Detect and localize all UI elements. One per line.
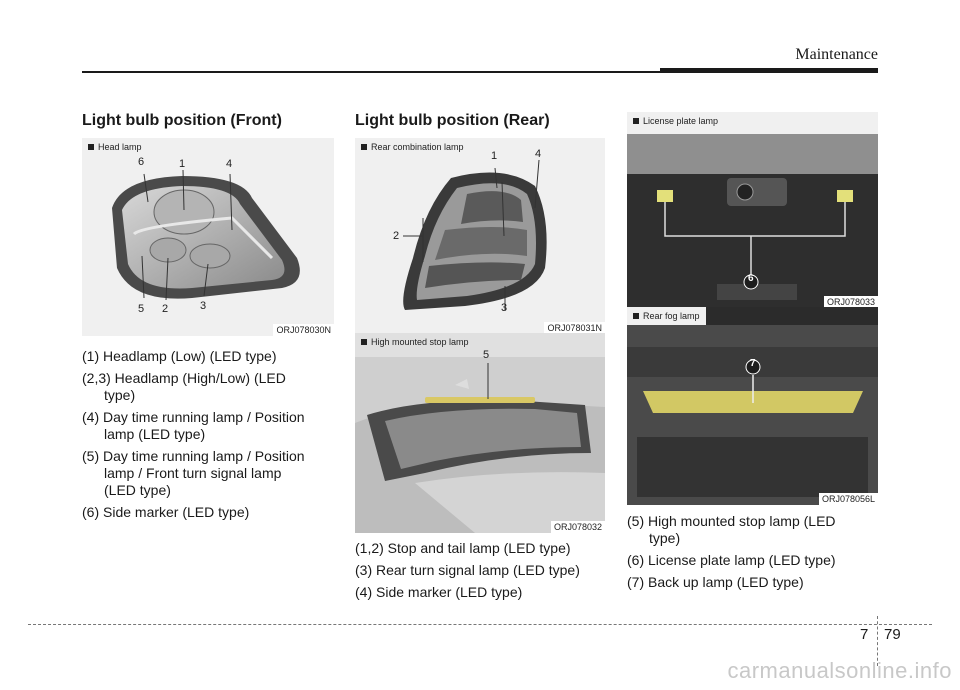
license-plate-caption: License plate lamp <box>633 116 718 126</box>
callout-2: 2 <box>162 303 169 315</box>
header-rule <box>82 71 878 73</box>
rear-fog-caption: Rear fog lamp <box>627 307 706 325</box>
front-legend-list: (1) Headlamp (Low) (LED type) (2,3) Head… <box>82 348 334 526</box>
list-item: (1,2) Stop and tail lamp (LED type) <box>355 540 571 556</box>
license-plate-illustration <box>627 134 878 308</box>
figure-code: ORJ078030N <box>273 324 334 336</box>
rear-fog-figure: Rear fog lamp 7 ORJ078056L <box>627 307 878 505</box>
bullet-square-icon <box>361 144 367 150</box>
footer-divider <box>877 616 878 666</box>
headlamp-caption: Head lamp <box>88 142 142 152</box>
high-mounted-stop-figure: High mounted stop lamp 5 ORJ078032 <box>355 333 605 533</box>
figure-code: ORJ078031N <box>544 322 605 334</box>
bullet-square-icon <box>88 144 94 150</box>
rear-combination-illustration <box>403 159 547 310</box>
callout-5: 5 <box>483 349 490 361</box>
rear-combination-figure: Rear combination lamp 1 4 2 3 ORJ078031N <box>355 138 605 334</box>
callout-6: 6 <box>748 273 754 284</box>
callout-4: 4 <box>226 158 233 170</box>
page-number: 79 <box>884 626 901 643</box>
list-item: (1) Headlamp (Low) (LED type) <box>82 348 277 364</box>
callout-4: 4 <box>535 148 542 160</box>
callout-2: 2 <box>393 230 400 242</box>
list-item: (4) Side marker (LED type) <box>355 584 523 600</box>
watermark: carmanualsonline.info <box>727 658 952 683</box>
rear-fog-illustration <box>627 325 878 505</box>
list-item: (7) Back up lamp (LED type) <box>627 574 804 590</box>
rear-legend-list: (1,2) Stop and tail lamp (LED type) (3) … <box>355 540 607 606</box>
rear-section-title: Light bulb position (Rear) <box>355 112 550 129</box>
callout-5: 5 <box>138 303 145 315</box>
bullet-square-icon <box>361 339 367 345</box>
license-plate-figure: License plate lamp 6 ORJ078033 <box>627 112 878 308</box>
callout-7: 7 <box>750 358 756 369</box>
high-mounted-stop-illustration <box>355 357 605 533</box>
list-item: (3) Rear turn signal lamp (LED type) <box>355 562 580 578</box>
callout-1: 1 <box>179 158 186 170</box>
callout-3: 3 <box>501 302 508 314</box>
list-item: (6) License plate lamp (LED type) <box>627 552 836 568</box>
callout-1: 1 <box>491 150 498 162</box>
callout-6: 6 <box>138 156 145 168</box>
rear-combination-caption: Rear combination lamp <box>361 142 464 152</box>
headlamp-illustration <box>112 169 300 301</box>
list-item: (6) Side marker (LED type) <box>82 504 250 520</box>
headlamp-figure: Head lamp 6 1 4 5 2 3 ORJ078030N <box>82 138 334 336</box>
header-rule-accent <box>660 68 878 73</box>
figure-code: ORJ078056L <box>818 493 878 505</box>
figure-code: ORJ078033 <box>823 296 878 308</box>
footer-rule <box>28 624 932 625</box>
chapter-number: 7 <box>860 626 869 643</box>
figure-code: ORJ078032 <box>550 521 605 533</box>
high-mounted-stop-caption: High mounted stop lamp <box>361 337 469 347</box>
bullet-square-icon <box>633 313 639 319</box>
callout-3: 3 <box>200 300 207 312</box>
front-section-title: Light bulb position (Front) <box>82 112 282 129</box>
bullet-square-icon <box>633 118 639 124</box>
section-title: Maintenance <box>795 46 878 63</box>
